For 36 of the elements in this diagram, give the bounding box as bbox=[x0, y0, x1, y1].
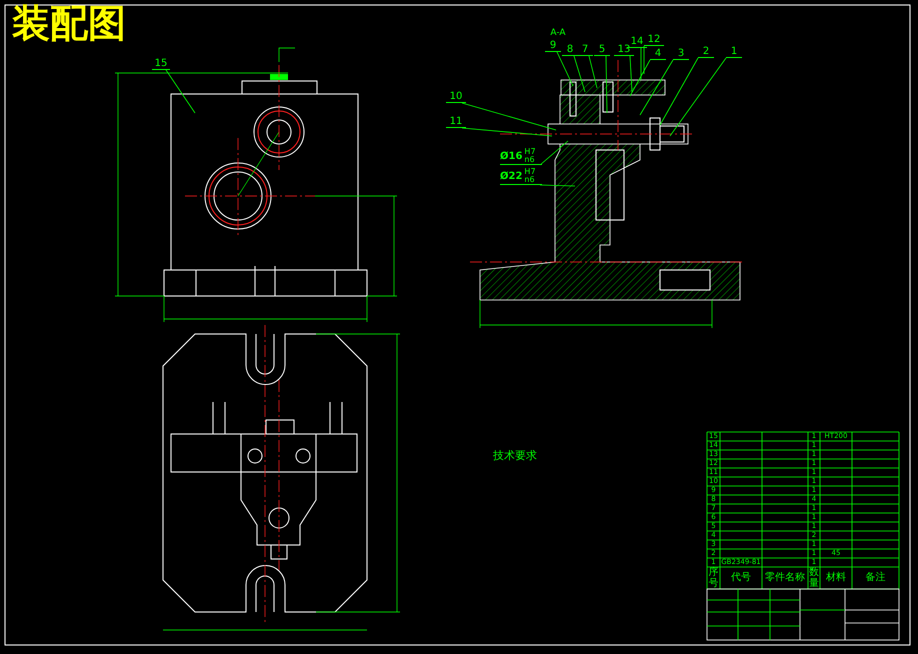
leader-line bbox=[630, 56, 632, 92]
callout-number: 3 bbox=[673, 48, 689, 60]
leader-line bbox=[462, 102, 556, 130]
callout-number: 2 bbox=[698, 46, 714, 58]
leader-line bbox=[670, 58, 726, 136]
section-label: A-A bbox=[549, 28, 567, 38]
table-text: 备注 bbox=[864, 570, 886, 585]
table-text: 零件名称 bbox=[764, 571, 806, 585]
table-text: 序号 bbox=[708, 567, 720, 589]
callout-number: 5 bbox=[594, 44, 610, 56]
callout-number: 7 bbox=[577, 44, 593, 56]
table-text: 数量 bbox=[808, 567, 820, 589]
callout-number: 15 bbox=[152, 58, 170, 70]
table-text: 材料 bbox=[825, 570, 847, 585]
leader-line bbox=[166, 70, 196, 114]
callout-number: 1 bbox=[726, 46, 742, 58]
leader-line bbox=[556, 52, 574, 86]
drawing-title: 装配图 bbox=[12, 0, 126, 46]
leader-line bbox=[606, 56, 608, 114]
leader-line bbox=[540, 184, 576, 186]
leader-line bbox=[630, 60, 650, 96]
table-text: 代号 bbox=[730, 571, 752, 585]
leader-line bbox=[462, 128, 552, 136]
callout-number: 11 bbox=[446, 116, 466, 128]
leader-line bbox=[660, 58, 698, 126]
leader-line bbox=[540, 140, 568, 166]
callout-number: 12 bbox=[644, 34, 664, 46]
callout-number: 4 bbox=[650, 48, 666, 60]
callout-number: 10 bbox=[446, 91, 466, 103]
leader-line bbox=[640, 60, 674, 116]
leader-line bbox=[574, 56, 586, 92]
callout-number: 9 bbox=[545, 40, 561, 52]
requirements-heading: 技术要求 bbox=[492, 449, 538, 463]
leader-line bbox=[640, 48, 642, 80]
leader-line bbox=[588, 56, 598, 88]
callout-number: 8 bbox=[562, 44, 578, 56]
